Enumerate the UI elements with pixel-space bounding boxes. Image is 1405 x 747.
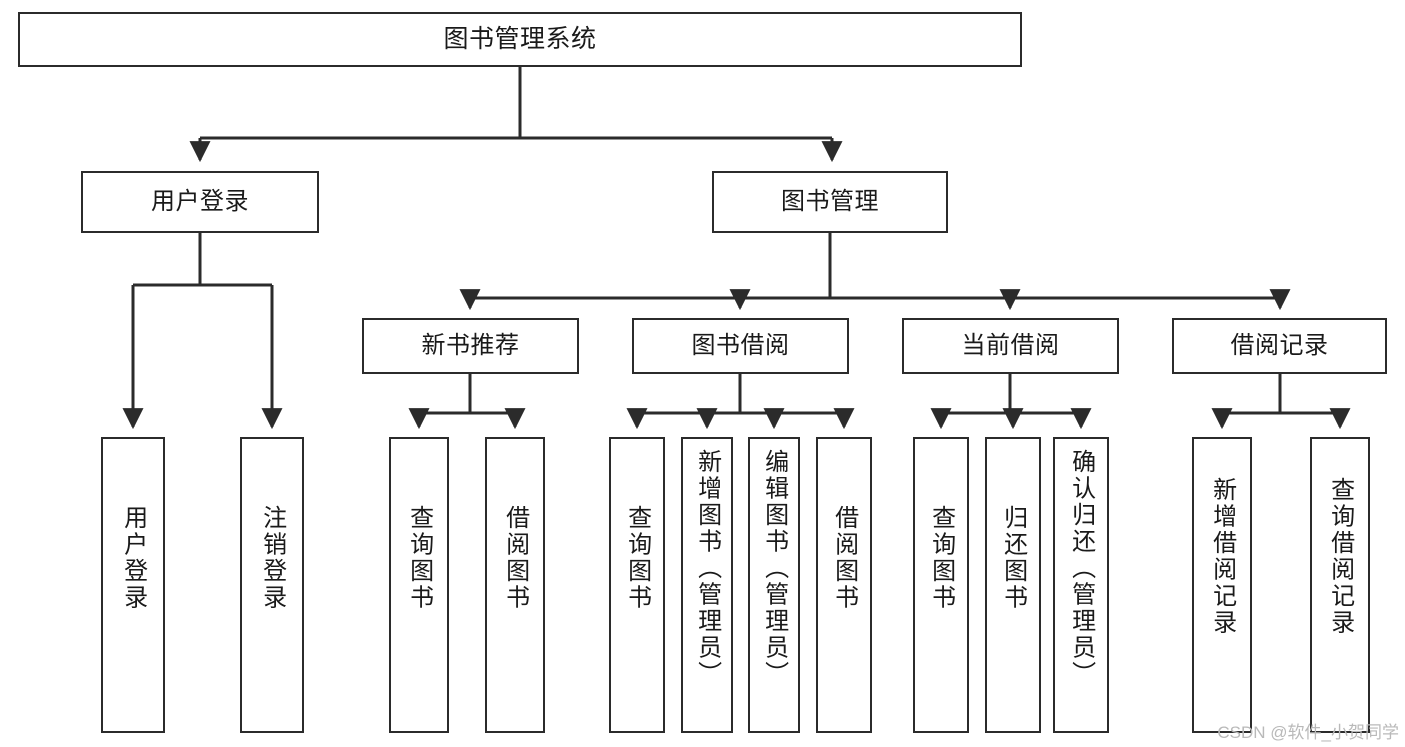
node-leaf-edit-book[interactable]: 编辑图书（管理员） (748, 437, 800, 733)
node-book-borrow[interactable]: 图书借阅 (632, 318, 849, 374)
node-label: 当前借阅 (961, 331, 1060, 359)
node-leaf-add-book[interactable]: 新增图书（管理员） (681, 437, 733, 733)
node-label: 用户登录 (119, 505, 147, 611)
node-leaf-query-book-3[interactable]: 查询图书 (913, 437, 969, 733)
node-leaf-borrow-book-1[interactable]: 借阅图书 (485, 437, 545, 733)
node-leaf-logout-login[interactable]: 注销登录 (240, 437, 304, 733)
node-user-login[interactable]: 用户登录 (81, 171, 319, 233)
node-leaf-borrow-book-2[interactable]: 借阅图书 (816, 437, 872, 733)
node-label: 归还图书 (999, 505, 1027, 611)
node-leaf-user-login[interactable]: 用户登录 (101, 437, 165, 733)
node-label: 图书管理系统 (443, 24, 597, 53)
node-leaf-query-book-1[interactable]: 查询图书 (389, 437, 449, 733)
node-label: 用户登录 (151, 187, 249, 215)
node-label: 查询图书 (927, 505, 955, 611)
node-current-borrow[interactable]: 当前借阅 (902, 318, 1119, 374)
node-label: 注销登录 (258, 505, 286, 611)
node-label: 确认归还（管理员） (1067, 449, 1095, 688)
node-label: 借阅图书 (501, 505, 529, 611)
node-label: 新增借阅记录 (1208, 477, 1236, 636)
csdn-watermark: CSDN @软件_小贺同学 (1217, 723, 1399, 742)
node-label: 查询图书 (405, 505, 433, 611)
node-leaf-query-record[interactable]: 查询借阅记录 (1310, 437, 1370, 733)
node-leaf-return-book[interactable]: 归还图书 (985, 437, 1041, 733)
node-label: 查询图书 (623, 505, 651, 611)
node-leaf-confirm-return[interactable]: 确认归还（管理员） (1053, 437, 1109, 733)
node-leaf-add-record[interactable]: 新增借阅记录 (1192, 437, 1252, 733)
node-label: 借阅记录 (1230, 331, 1329, 359)
node-book-management[interactable]: 图书管理 (712, 171, 948, 233)
node-label: 编辑图书（管理员） (760, 449, 788, 688)
node-label: 查询借阅记录 (1326, 477, 1354, 636)
node-new-book-recommend[interactable]: 新书推荐 (362, 318, 579, 374)
node-leaf-query-book-2[interactable]: 查询图书 (609, 437, 665, 733)
node-label: 新书推荐 (421, 331, 520, 359)
node-root-system[interactable]: 图书管理系统 (18, 12, 1022, 67)
node-label: 新增图书（管理员） (693, 449, 721, 688)
node-label: 图书管理 (781, 187, 879, 215)
node-borrow-record[interactable]: 借阅记录 (1172, 318, 1387, 374)
node-label: 借阅图书 (830, 505, 858, 611)
node-label: 图书借阅 (691, 331, 790, 359)
